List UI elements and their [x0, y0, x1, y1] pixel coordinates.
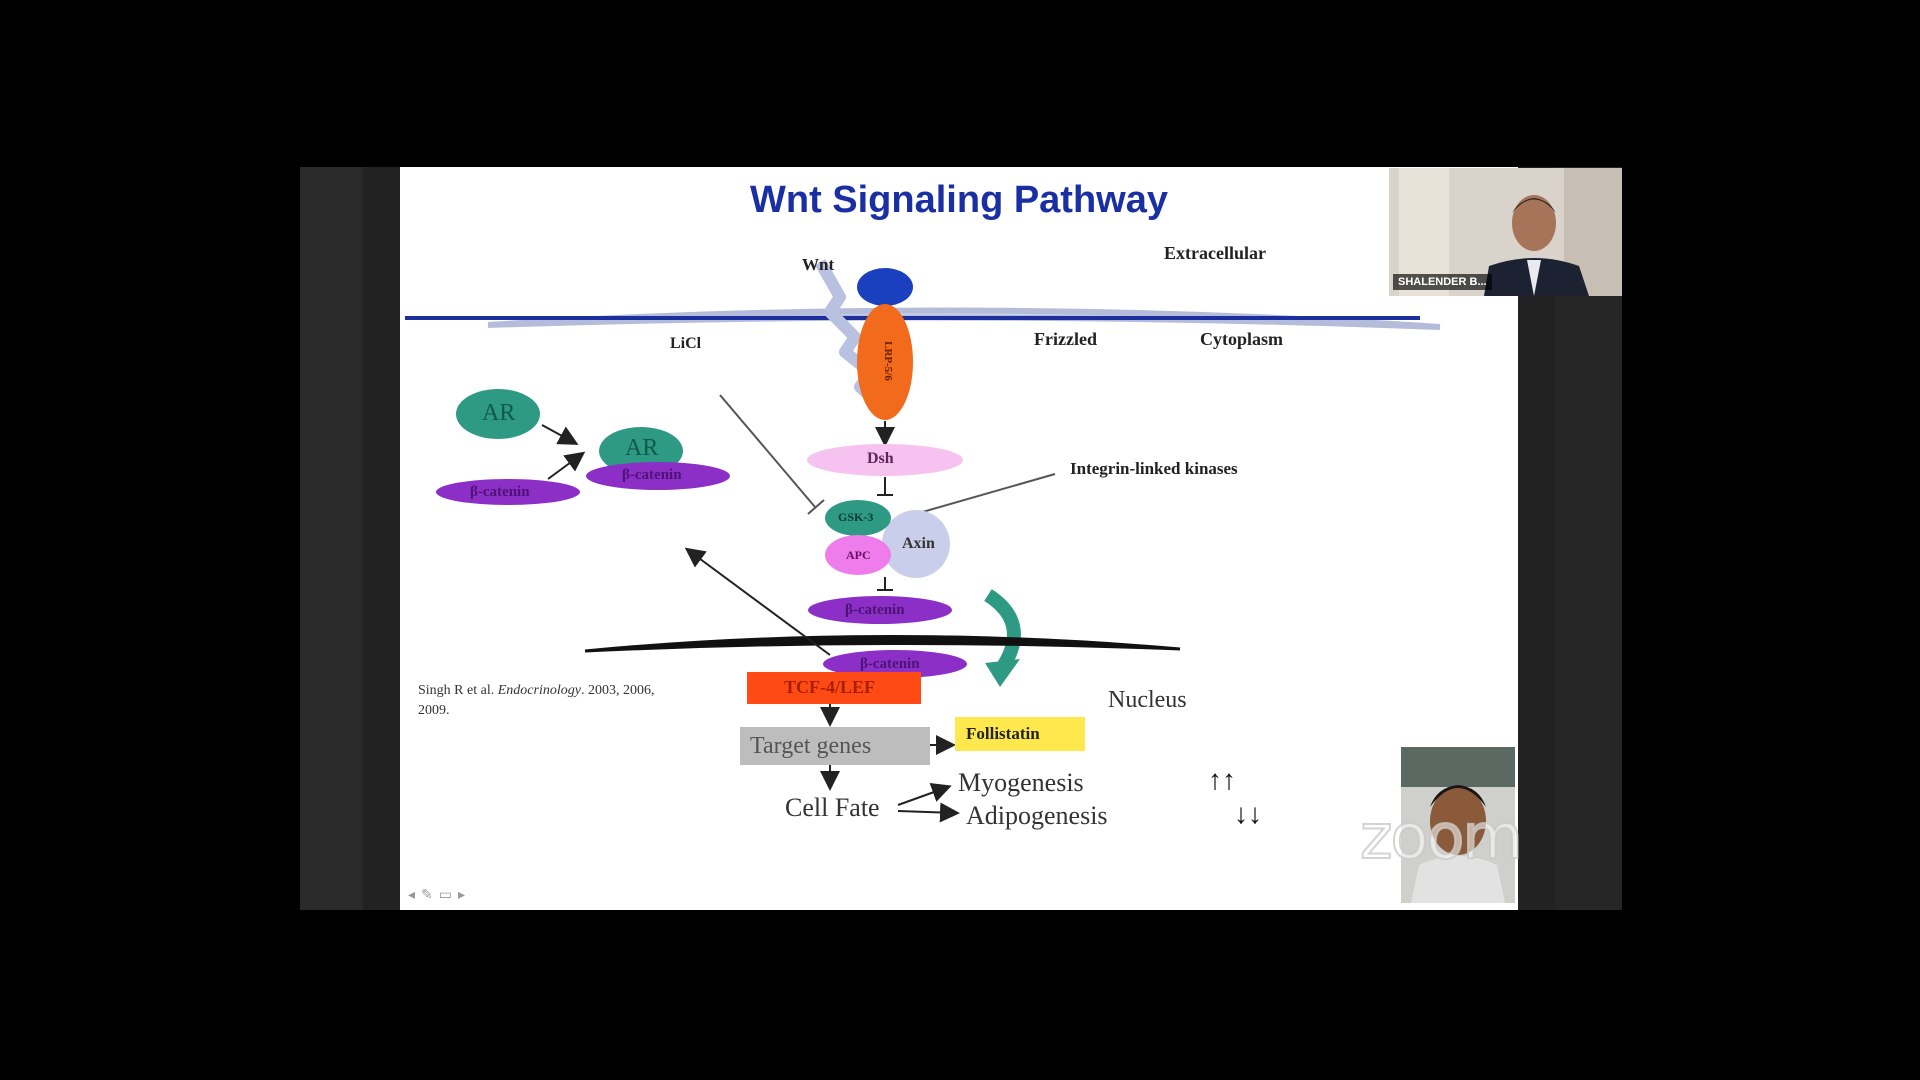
target-genes-box: [740, 727, 930, 765]
label-target-genes: Target genes: [750, 733, 872, 759]
wnt-pathway-diagram: [405, 259, 1441, 823]
person-video-icon: [1401, 747, 1515, 903]
label-bcat-nuc: β-catenin: [860, 656, 920, 672]
label-tcf: TCF-4/LEF: [784, 677, 876, 697]
label-apc: APC: [846, 548, 871, 562]
label-extracellular: Extracellular: [1164, 243, 1266, 263]
pen-tool-icon[interactable]: ✎: [421, 886, 439, 902]
lrp-receptor: [857, 304, 913, 420]
apc-node: [825, 535, 891, 575]
label-frizzled: Frizzled: [1034, 329, 1097, 349]
label-ar-free: AR: [482, 400, 516, 426]
label-wnt: Wnt: [802, 255, 835, 274]
label-follistatin: Follistatin: [966, 724, 1040, 743]
label-gsk3: GSK-3: [838, 510, 874, 524]
ar-node-free: [456, 389, 540, 439]
left-gutter: [300, 167, 363, 910]
citation-journal: Endocrinology: [497, 683, 581, 698]
beta-catenin-free: [436, 479, 580, 505]
myogenesis-up-arrows: ↑↑: [1208, 765, 1236, 796]
label-axin: Axin: [902, 535, 935, 552]
dsh-node: [807, 444, 963, 476]
translocation-arrow: [983, 589, 1021, 669]
label-ar-bound: AR: [625, 435, 659, 461]
participant-video-bottom[interactable]: [1401, 747, 1515, 903]
citation-years: . 2003, 2006, 2009.: [418, 683, 655, 718]
follistatin-box: [955, 717, 1085, 751]
label-licl: LiCl: [670, 335, 702, 352]
label-ilk: Integrin-linked kinases: [1070, 459, 1238, 478]
slide-navigation-controls[interactable]: ◂✎▭▸: [408, 886, 471, 903]
prev-slide-icon[interactable]: ◂: [408, 886, 422, 902]
label-cytoplasm: Cytoplasm: [1200, 329, 1284, 349]
citation-authors: Singh R et al.: [418, 683, 495, 698]
label-bcat-free: β-catenin: [470, 484, 530, 500]
participant-name-tag: SHALENDER B...: [1393, 274, 1492, 290]
label-adipogenesis: Adipogenesis: [966, 801, 1108, 830]
nuclear-membrane: [584, 634, 1181, 653]
label-bcat-bound: β-catenin: [622, 467, 682, 483]
presentation-slide: Wnt Signaling Pathway: [400, 167, 1518, 910]
beta-catenin-cytoplasm: [808, 596, 952, 624]
adipogenesis-down-arrows: ↓↓: [1234, 799, 1262, 830]
tcf-lef-box: [747, 672, 921, 704]
label-bcat-cyto: β-catenin: [845, 602, 905, 618]
axin-node: [882, 510, 950, 578]
more-options-icon[interactable]: ▭: [438, 886, 458, 902]
citation: Singh R et al. Endocrinology. 2003, 2006…: [418, 681, 678, 721]
label-cell-fate: Cell Fate: [785, 793, 880, 822]
label-dsh: Dsh: [867, 450, 894, 467]
zoom-watermark: zoom: [1359, 799, 1524, 874]
slide-title: Wnt Signaling Pathway: [749, 179, 1169, 221]
gsk3-node: [825, 500, 891, 536]
label-myogenesis: Myogenesis: [958, 768, 1084, 797]
beta-catenin-bound: [586, 462, 730, 490]
wnt-ligand: [857, 268, 913, 306]
participant-video-top[interactable]: SHALENDER B...: [1389, 168, 1622, 296]
beta-catenin-nucleus: [823, 650, 967, 678]
label-nucleus: Nucleus: [1108, 687, 1187, 713]
label-lrp: LRP-5/6: [881, 341, 894, 381]
next-slide-icon[interactable]: ▸: [458, 886, 472, 902]
